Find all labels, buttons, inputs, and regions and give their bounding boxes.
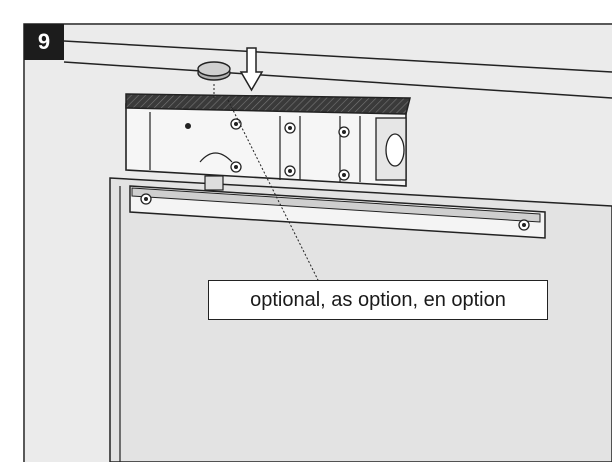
slide-rail <box>129 175 546 239</box>
callout-leader-line <box>227 99 319 281</box>
down-arrow-icon <box>239 47 264 92</box>
door-leaf <box>109 177 612 462</box>
step-number-badge: 9 <box>24 24 64 60</box>
frame-inner-edge <box>63 61 612 99</box>
frame-top-edge <box>63 40 612 73</box>
optional-cap <box>197 61 231 100</box>
door-closer-body <box>125 93 411 187</box>
optional-callout-label: optional, as option, en option <box>208 280 548 320</box>
closer-top-cover <box>125 93 411 115</box>
